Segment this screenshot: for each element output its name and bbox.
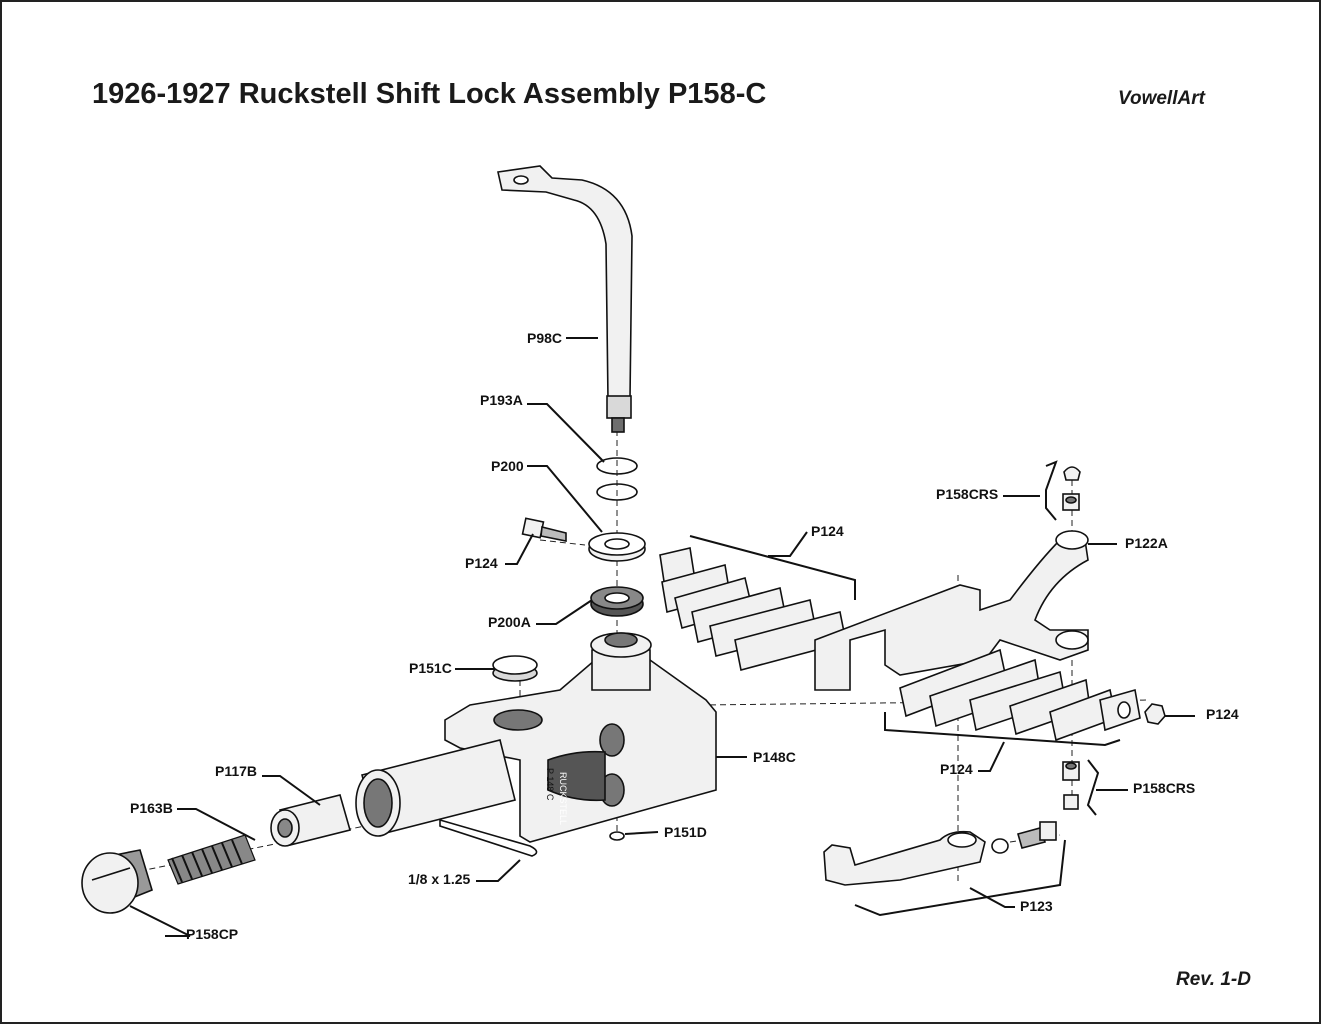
pedal-arm-p123 <box>823 821 1057 886</box>
label-p158crs-bottom: P158CRS <box>1133 780 1195 796</box>
label-p151d: P151D <box>664 824 707 840</box>
label-p193a: P193A <box>480 392 523 408</box>
housing-casting-part-number: P 148 C <box>545 768 555 801</box>
shift-lever-p98c <box>497 165 633 433</box>
label-p124-plates-top: P124 <box>811 523 844 539</box>
felt-washer-p200a <box>590 586 644 617</box>
label-p158crs-top: P158CRS <box>936 486 998 502</box>
plunger-p117b <box>270 794 351 847</box>
label-p122a: P122A <box>1125 535 1168 551</box>
lock-fork-p122a <box>814 530 1089 691</box>
lock-plates-upper <box>659 547 847 671</box>
housing-casting-ruckstell: RUCKSTELL <box>558 772 568 825</box>
label-p117b: P117B <box>215 763 257 779</box>
cotter-pin <box>439 818 538 857</box>
label-p124-plates-bottom: P124 <box>940 761 973 777</box>
leader-lines <box>129 337 1195 937</box>
spring-p163b <box>167 834 256 885</box>
label-p148c: P148C <box>753 749 796 765</box>
bolt-p124-left <box>521 517 567 542</box>
bushings-p158crs-bottom <box>1062 761 1080 810</box>
cup-plug-p151c <box>492 655 538 682</box>
diagram-title: 1926-1927 Ruckstell Shift Lock Assembly … <box>92 78 767 110</box>
bushings-p158crs-top <box>1062 466 1081 511</box>
label-p163b: P163B <box>130 800 173 816</box>
label-p123: P123 <box>1020 898 1053 914</box>
label-p151c: P151C <box>409 660 452 676</box>
revision-label: Rev. 1-D <box>1176 969 1251 990</box>
label-p124-nut: P124 <box>1206 706 1239 722</box>
washer-p200 <box>588 532 646 562</box>
housing-p148c: RUCKSTELL P 148 C <box>355 632 717 843</box>
label-p124-bolt: P124 <box>465 555 498 571</box>
lock-plates-lower <box>899 648 1141 742</box>
label-p158cp: P158CP <box>186 926 238 942</box>
small-plug-p151d <box>609 831 625 841</box>
label-p98c: P98C <box>527 330 562 346</box>
nut-p124 <box>1144 703 1166 725</box>
label-cotter-pin: 1/8 x 1.25 <box>408 871 470 887</box>
spring-washer-p193a <box>596 457 638 501</box>
cap-plug-p158cp <box>81 849 153 914</box>
label-p200: P200 <box>491 458 524 474</box>
brand-credit: VowellArt <box>1118 88 1205 109</box>
label-p200a: P200A <box>488 614 531 630</box>
part-labels: P98C P193A P200 P124 P200A P151C P124 P1… <box>130 330 1239 942</box>
